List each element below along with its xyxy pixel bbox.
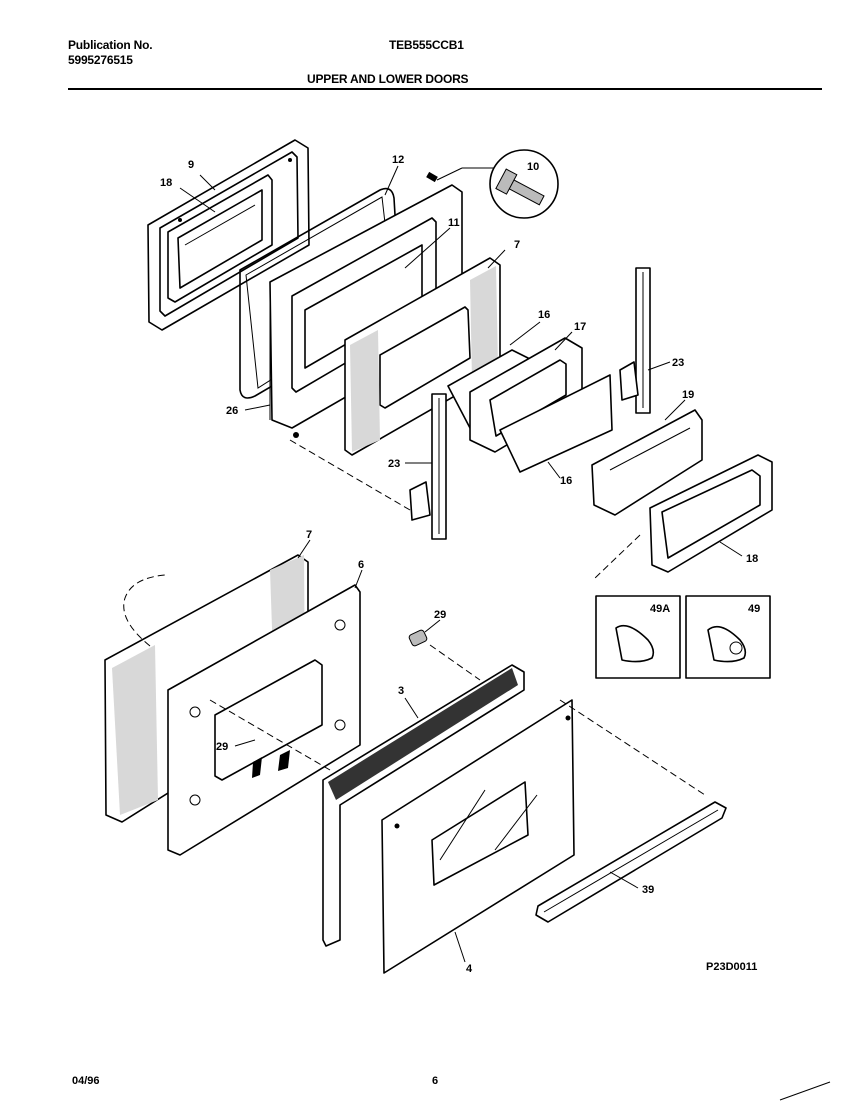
callout-26: 26 [226,405,238,417]
assembly-line [594,534,641,579]
callout-18: 18 [160,177,172,189]
footer-page: 6 [432,1075,438,1087]
assembly-line [209,699,331,771]
callout-49: 49 [748,603,760,615]
callout-17: 17 [574,321,586,333]
callout-10: 10 [527,161,539,173]
callout-7: 7 [514,239,520,251]
callout-16: 16 [560,475,572,487]
knob-49-inset [685,595,771,679]
part-39-handle [535,699,727,923]
callout-6: 6 [358,559,364,571]
footer-date: 04/96 [72,1075,100,1087]
section-title: UPPER AND LOWER DOORS [307,72,469,86]
part-16-glass-lower [499,374,613,473]
callout-49a: 49A [650,603,670,615]
callout-23: 23 [388,458,400,470]
publication-label: Publication No. [68,38,153,52]
part-7-liner-upper [344,257,501,456]
callout-3: 3 [398,685,404,697]
part-29-bumper [408,629,481,681]
model-number: TEB555CCB1 [389,38,464,52]
corner-mark [779,1081,831,1101]
publication-number: 5995276515 [68,53,133,67]
callout-29: 29 [434,609,446,621]
callout-29: 29 [216,741,228,753]
part-18-frame-lower [649,454,773,573]
callout-9: 9 [188,159,194,171]
header-rule [68,88,822,90]
part-10-screw [426,149,559,219]
callout-39: 39 [642,884,654,896]
callout-16: 16 [538,309,550,321]
callout-12: 12 [392,154,404,166]
callout-7: 7 [306,529,312,541]
part-3-outer-frame [322,664,525,947]
part-4-outer-glass [381,699,575,974]
part-18-glass-frame-upper [167,174,273,303]
part-6-inner-panel [167,584,361,856]
part-19-bottom-trim [591,409,703,516]
part-23-hinge-right [619,267,651,414]
knob-49a-inset [595,595,681,679]
callout-23: 23 [672,357,684,369]
callout-11: 11 [448,217,460,229]
callout-4: 4 [466,963,473,975]
drawing-code: P23D0011 [706,961,757,973]
part-23-hinge-left [409,393,447,540]
callout-19: 19 [682,389,694,401]
leader-lines [179,165,743,963]
callout-18: 18 [746,553,758,565]
assembly-line [289,439,411,511]
